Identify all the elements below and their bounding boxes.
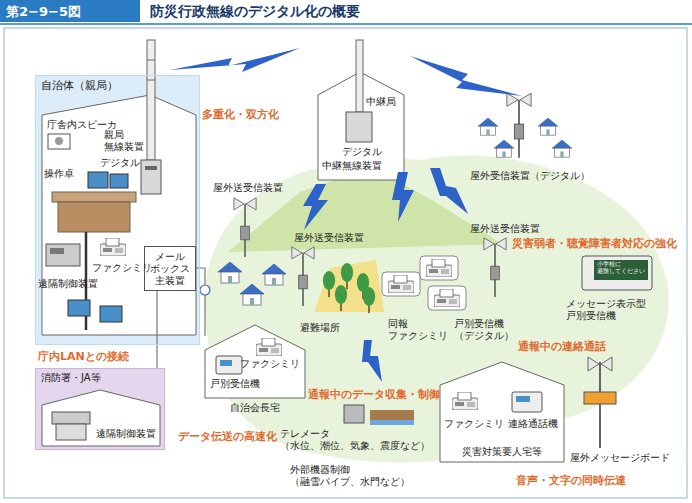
feature-callout: 庁内LANとの接続: [38, 350, 129, 363]
text-line: 自治体（親局）: [41, 79, 118, 92]
part-label: ファクシミリ: [92, 262, 152, 274]
feature-callout: 多重化・双方化: [202, 108, 279, 121]
text-line: 多重化・双方化: [202, 108, 279, 121]
screen-text: 小学校に 避難してください: [597, 261, 645, 274]
part-label: 中継局: [366, 96, 396, 108]
text-line: 小学校に: [597, 261, 645, 268]
part-label: 外部機器制御 （融雪パイプ、水門など）: [290, 464, 410, 488]
text-line: 災害弱者・聴覚障害者対応の強化: [512, 237, 677, 250]
text-line: 中継無線装置: [322, 160, 382, 172]
text-line: 第2−9−5図: [6, 4, 81, 20]
cable-line: [156, 291, 157, 368]
part-label: 屋外受信装置（デジタル）: [470, 170, 590, 182]
text-line: 外部機器制御: [290, 464, 410, 476]
text-line: 連絡通話機: [508, 418, 558, 430]
text-line: 屋外送受信装置: [294, 232, 364, 244]
part-label: 遠隔制御装置: [38, 278, 98, 290]
text-line: 主装置: [150, 275, 190, 287]
text-line: 戸別受信機: [454, 318, 514, 330]
text-line: デジタル: [100, 157, 140, 169]
feature-callout: 通報中のデータ収集・制御: [308, 388, 440, 401]
text-line: 屋外送受信装置: [470, 223, 540, 235]
part-label: 避難場所: [300, 322, 340, 334]
text-line: 自治会長宅: [230, 402, 280, 414]
text-line: 庁内LANとの接続: [38, 350, 129, 363]
text-line: 戸別受信機: [210, 378, 260, 390]
text-line: 災害対策要人宅等: [462, 446, 542, 458]
figure-title: 防災行政無線のデジタル化の概要: [150, 3, 360, 20]
text-line: 親局: [104, 129, 144, 141]
part-label: 戸別受信機 （デジタル）: [454, 318, 514, 342]
node-label: 消防署・JA等: [41, 372, 101, 384]
text-line: テレメータ: [280, 428, 430, 440]
text-line: （水位、潮位、気象、震度など）: [280, 440, 430, 452]
part-label: 屋外送受信装置: [213, 182, 283, 194]
part-label: 屋外メッセージボード: [570, 452, 670, 464]
part-label: 操作卓: [44, 168, 74, 180]
part-label: メッセージ表示型 戸別受信機: [566, 298, 646, 322]
part-label: 連絡通話機: [508, 418, 558, 430]
text-line: 音声・文字の同時伝達: [516, 474, 626, 487]
text-line: 通報中の連絡通話: [518, 340, 606, 353]
text-line: ファクシミリ: [388, 330, 448, 342]
feature-callout: データ伝送の高速化: [178, 430, 277, 443]
part-label: デジタル: [100, 157, 140, 169]
feature-callout: 災害弱者・聴覚障害者対応の強化: [512, 237, 677, 250]
node-label: メール ボックス 主装置: [150, 251, 190, 287]
figure-number: 第2−9−5図: [6, 4, 81, 20]
part-label: 中継無線装置: [322, 160, 382, 172]
text-line: 避難場所: [300, 322, 340, 334]
text-line: 戸別受信機: [566, 310, 646, 322]
region-box: 自治体（親局） メール ボックス 主装置: [35, 75, 200, 345]
text-line: （デジタル）: [454, 330, 514, 342]
text-line: 屋外メッセージボード: [570, 452, 670, 464]
text-line: 中継局: [366, 96, 396, 108]
part-label: ファクシミリ: [240, 358, 300, 370]
text-line: （融雪パイプ、水門など）: [290, 476, 410, 488]
text-line: データ伝送の高速化: [178, 430, 277, 443]
text-line: 無線装置: [104, 141, 144, 153]
text-line: メール: [150, 251, 190, 263]
part-label: 屋外送受信装置: [294, 232, 364, 244]
text-line: 遠隔制御装置: [38, 278, 98, 290]
text-line: ファクシミリ: [240, 358, 300, 370]
node-label: 自治体（親局）: [41, 79, 118, 92]
part-label: ファクシミリ: [444, 418, 504, 430]
text-line: 操作卓: [44, 168, 74, 180]
text-line: 遠隔制御装置: [96, 428, 156, 440]
part-label: 親局 無線装置: [104, 129, 144, 153]
text-line: 屋外送受信装置: [213, 182, 283, 194]
text-line: 防災行政無線のデジタル化の概要: [150, 3, 360, 20]
text-line: メッセージ表示型: [566, 298, 646, 310]
text-line: デジタル: [342, 146, 382, 158]
part-label: 自治会長宅: [230, 402, 280, 414]
part-label: 戸別受信機: [210, 378, 260, 390]
text-line: 屋外受信装置（デジタル）: [470, 170, 590, 182]
part-label: 同報 ファクシミリ: [388, 318, 448, 342]
text-line: 同報: [388, 318, 448, 330]
part-label: デジタル: [342, 146, 382, 158]
part-label: 屋外送受信装置: [470, 223, 540, 235]
part-label: 災害対策要人宅等: [462, 446, 542, 458]
text-line: 通報中のデータ収集・制御: [308, 388, 440, 401]
part-label: 遠隔制御装置: [96, 428, 156, 440]
feature-callout: 音声・文字の同時伝達: [516, 474, 626, 487]
text-line: 避難してください: [597, 268, 645, 275]
text-line: ボックス: [150, 263, 190, 275]
feature-callout: 通報中の連絡通話: [518, 340, 606, 353]
text-line: ファクシミリ: [444, 418, 504, 430]
text-line: ファクシミリ: [92, 262, 152, 274]
part-label: テレメータ （水位、潮位、気象、震度など）: [280, 428, 430, 452]
text-line: 消防署・JA等: [41, 372, 101, 384]
